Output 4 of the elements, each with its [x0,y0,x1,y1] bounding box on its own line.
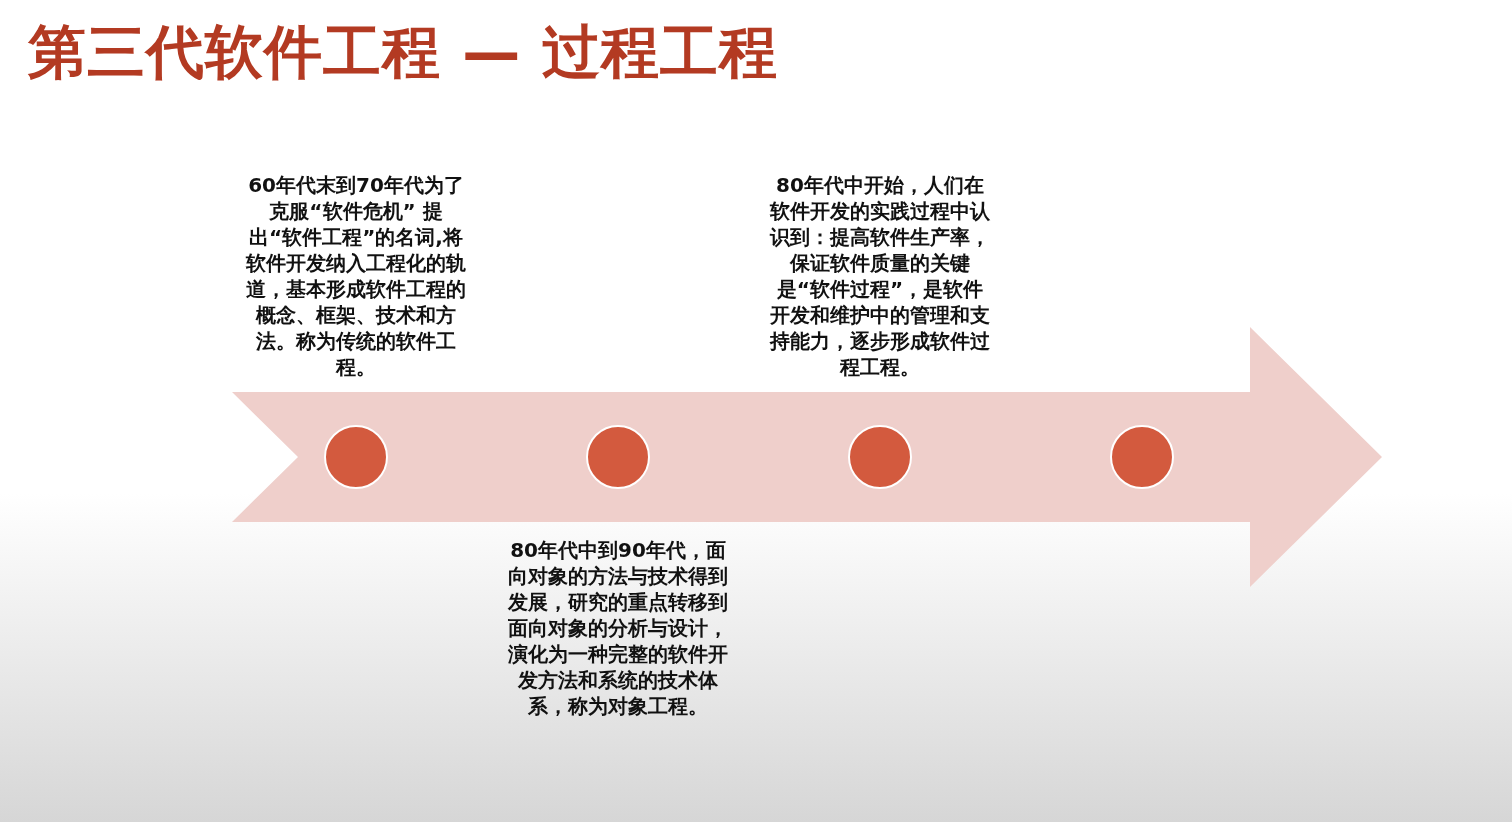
timeline-text: 80年代中开始，人们在软件开发的实践过程中认识到：提高软件生产率，保证软件质量的关键是“软件过程”，是软件开发和维护中的管理和支持能力，逐步形成软件过程工程。 [768,172,991,380]
timeline-text: 80年代中到90年代，面向对象的方法与技术得到发展，研究的重点转移到面向对象的分析与设计，演化为一种完整的软件开发方法和系统的技术体系，称为对象工程。 [507,537,729,719]
timeline-text: 60年代末到70年代为了克服“软件危机” 提出“软件工程”的名词,将软件开发纳入工程化的轨道，基本形成软件工程的概念、框架、技术和方法。称为传统的软件工程。 [244,172,467,380]
title: 第三代软件工程 — 过程工程 [28,17,779,88]
